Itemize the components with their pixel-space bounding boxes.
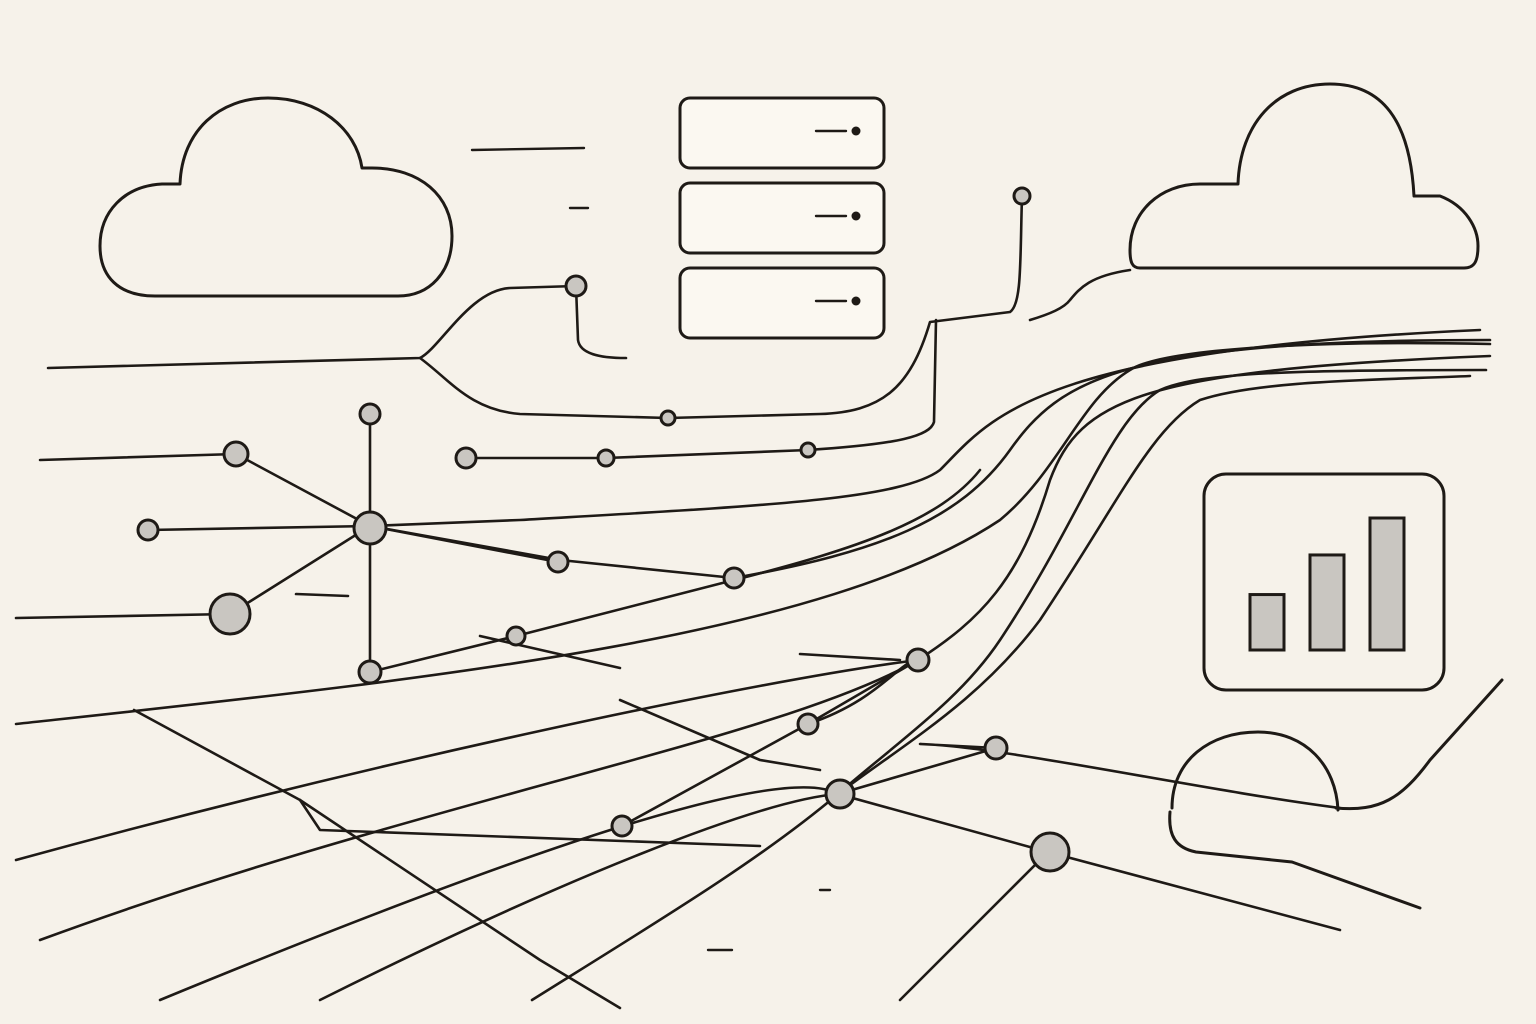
network-line <box>294 592 350 598</box>
network-lines <box>14 194 1492 1010</box>
server-stack-icon <box>678 96 886 340</box>
network-line <box>836 792 1050 854</box>
network-node <box>505 625 527 647</box>
server-led <box>851 211 861 221</box>
network-node <box>1012 186 1032 206</box>
network-line <box>918 742 1342 810</box>
network-line <box>14 354 1492 862</box>
network-node <box>358 402 382 426</box>
network-node <box>659 409 677 427</box>
server-unit <box>678 96 886 170</box>
network-line <box>574 284 628 360</box>
server-unit <box>678 266 886 340</box>
network-node <box>722 566 746 590</box>
network-node <box>596 448 616 468</box>
right-cloud-icon <box>1128 82 1480 270</box>
network-node <box>564 274 588 298</box>
network-node <box>454 446 478 470</box>
network-line <box>14 524 560 620</box>
network-node <box>796 712 820 736</box>
network-line <box>298 798 762 848</box>
network-line <box>38 452 238 462</box>
network-node <box>208 592 252 636</box>
network-line <box>318 374 1472 1002</box>
network-node <box>905 647 931 673</box>
network-line <box>530 792 840 1002</box>
network-line <box>464 318 938 460</box>
server-unit <box>678 181 886 255</box>
network-node <box>136 518 160 542</box>
network-line <box>38 658 920 942</box>
network-line <box>618 698 822 772</box>
left-cloud-icon <box>98 96 454 298</box>
network-line <box>14 341 1492 726</box>
network-nodes <box>136 186 1071 873</box>
network-node <box>610 814 634 838</box>
network-line <box>46 284 578 370</box>
analytics-bar <box>1368 516 1406 652</box>
server-led <box>851 296 861 306</box>
network-node <box>824 778 856 810</box>
network-line <box>1028 268 1132 322</box>
network-node <box>357 659 383 685</box>
network-node <box>1029 831 1071 873</box>
dome-icon <box>1168 678 1504 910</box>
network-node <box>352 510 388 546</box>
network-node <box>222 440 250 468</box>
network-line <box>478 634 622 670</box>
network-node <box>983 735 1009 761</box>
network-line <box>798 652 902 662</box>
network-line <box>132 708 622 1010</box>
analytics-bar <box>1308 553 1346 652</box>
network-line <box>1046 850 1342 932</box>
analytics-panel-frame <box>1202 472 1446 692</box>
network-node <box>799 441 817 459</box>
motion-dashes <box>470 146 832 952</box>
network-node <box>546 550 570 574</box>
server-led <box>851 126 861 136</box>
network-line <box>898 850 1050 1002</box>
bar-chart-icon <box>1202 472 1446 692</box>
network-line <box>158 368 1488 1002</box>
network-line <box>418 194 1024 420</box>
network-line <box>836 746 998 796</box>
analytics-bar <box>1248 593 1286 652</box>
